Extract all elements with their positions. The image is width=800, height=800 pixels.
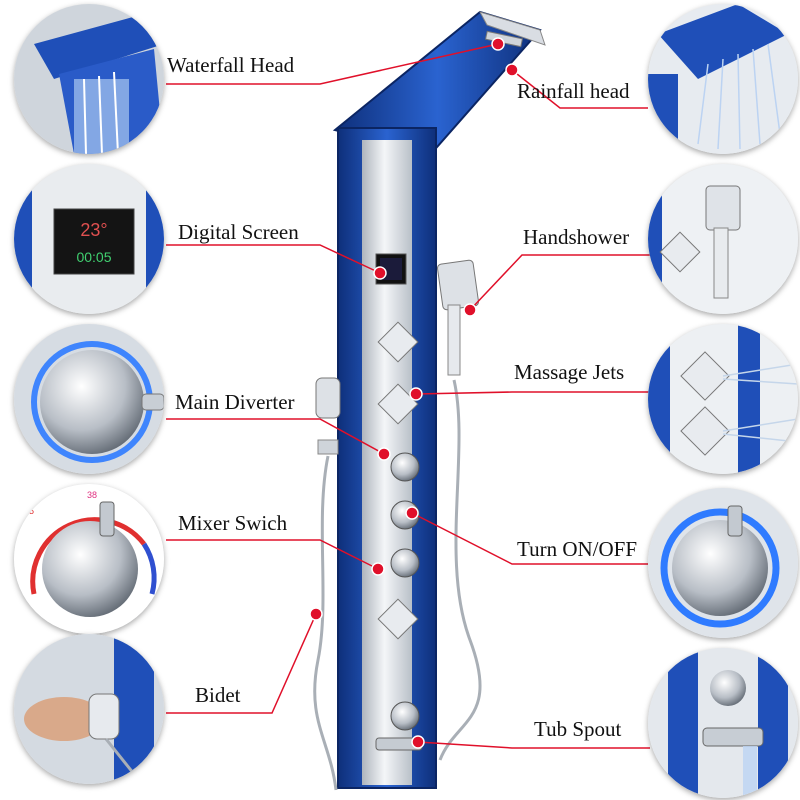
- screen-time-readout: 00:05: [76, 249, 111, 265]
- screen-temperature-readout: 23°: [80, 220, 107, 240]
- digital-screen-label: Digital Screen: [178, 220, 299, 244]
- panel-massage-jet-1: [377, 321, 419, 363]
- panel-knob-4: [390, 701, 420, 731]
- main-diverter-detail-photo: [14, 324, 164, 474]
- panel-massage-jet-2: [377, 383, 419, 425]
- turn-on-off-label: Turn ON/OFF: [517, 537, 638, 561]
- panel-knob-3: [390, 548, 420, 578]
- handshower-detail-photo: [648, 164, 798, 314]
- massage-jets-label: Massage Jets: [514, 360, 625, 384]
- waterfall-head-label: Waterfall Head: [167, 53, 295, 77]
- panel-knob-1: [390, 452, 420, 482]
- panel-handshower-head: [436, 259, 480, 311]
- leader-dots: [309, 37, 519, 749]
- mixer-switch-detail-photo: 38 45 35: [14, 484, 164, 634]
- mixer-switch-label: Mixer Swich: [178, 511, 288, 535]
- turn-on-off-detail-photo: [648, 488, 798, 638]
- thermostat-scale-low: 38: [87, 490, 97, 500]
- tub-spout-label: Tub Spout: [534, 717, 622, 741]
- bidet-detail-photo: [14, 634, 164, 784]
- handshower-label: Handshower: [523, 225, 630, 249]
- panel-massage-jet-3: [377, 598, 419, 640]
- leader-lines: [166, 43, 650, 749]
- rainfall-head-label: Rainfall head: [517, 79, 630, 103]
- massage-jets-detail-photo: [648, 324, 798, 474]
- tub-spout-detail-photo: [648, 648, 798, 798]
- panel-bidet-sprayer: [315, 377, 341, 419]
- main-diverter-label: Main Diverter: [175, 390, 295, 414]
- bidet-label: Bidet: [195, 683, 241, 707]
- digital-screen-detail-photo: 23° 00:05: [14, 164, 164, 314]
- waterfall-head-detail-photo: [14, 4, 164, 154]
- rainfall-head-detail-photo: [648, 4, 798, 154]
